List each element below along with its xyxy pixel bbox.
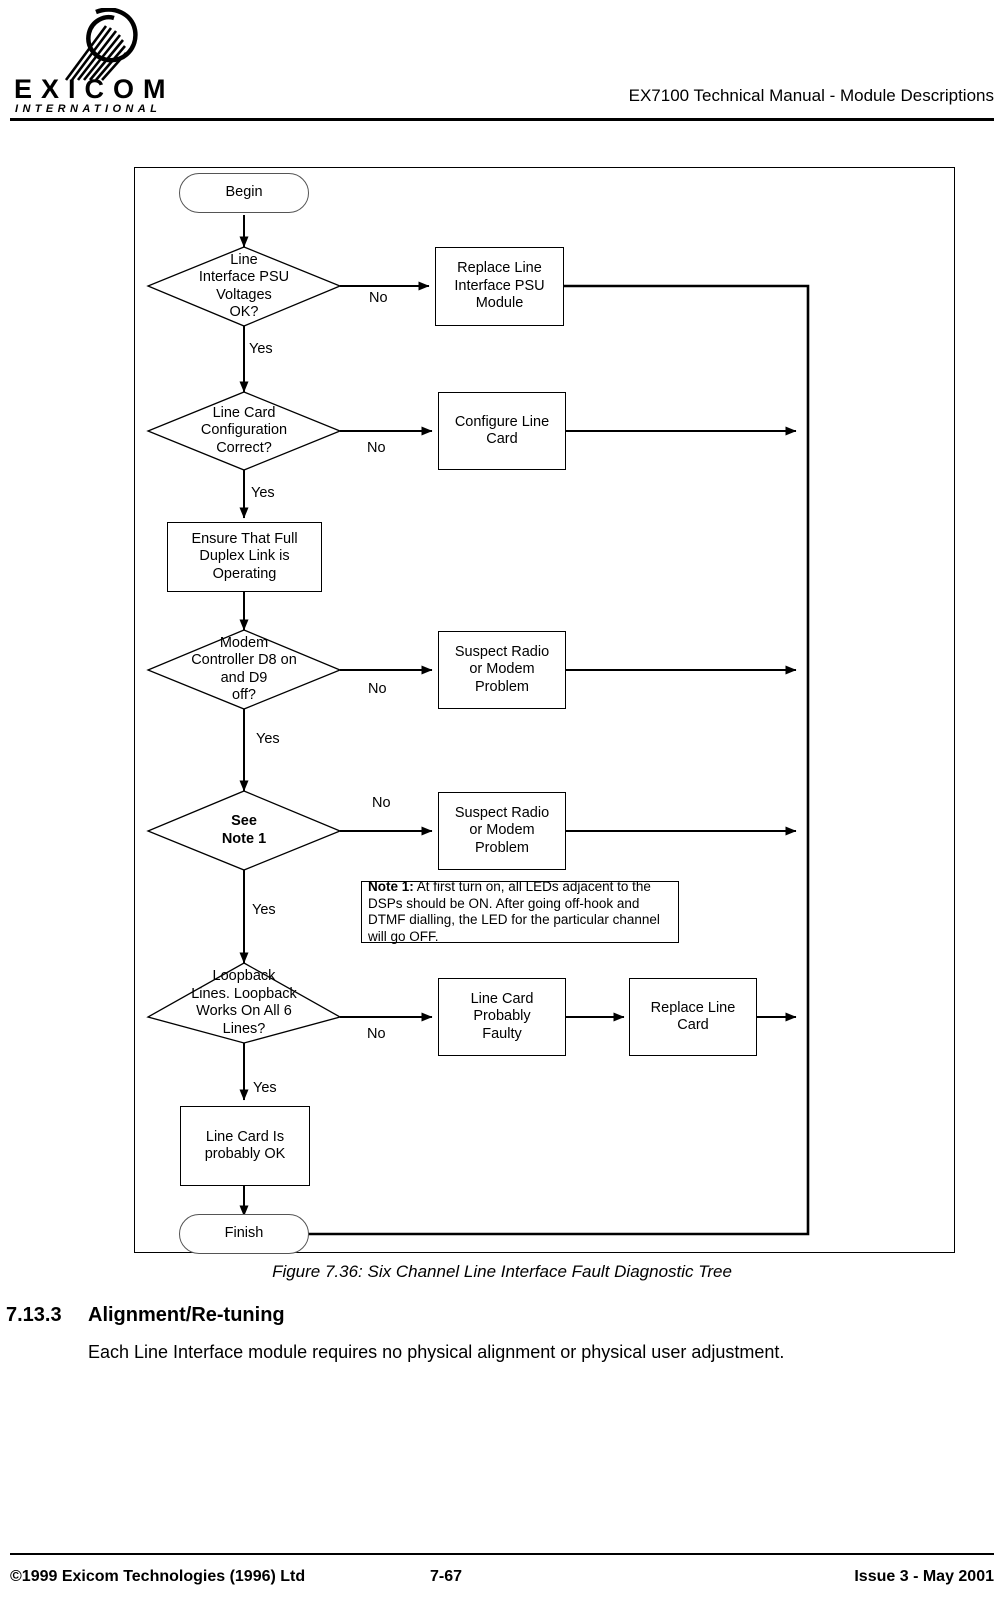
flow-decision-see-note-1[interactable]: See Note 1: [221, 813, 267, 847]
flowchart-figure: Begin Line Interface PSU Voltages OK? Re…: [134, 167, 955, 1254]
edge-label-no-loopback: No: [367, 1026, 386, 1042]
edge-label-yes-psu: Yes: [249, 341, 273, 357]
flow-node-configure-line-card[interactable]: Configure Line Card: [438, 392, 566, 470]
flow-node-line-card-probably-faulty[interactable]: Line Card Probably Faulty: [438, 978, 566, 1056]
page-header: EXICOM INTERNATIONAL EX7100 Technical Ma…: [0, 0, 1004, 125]
section-title: Alignment/Re-tuning: [88, 1304, 285, 1326]
flow-node-suspect-radio-modem-2[interactable]: Suspect Radio or Modem Problem: [438, 792, 566, 870]
edge-label-yes-config: Yes: [251, 485, 275, 501]
logo-tagline: INTERNATIONAL: [15, 103, 162, 115]
flow-decision-psu-voltages[interactable]: Line Interface PSU Voltages OK?: [198, 251, 290, 321]
note-label: Note 1:: [368, 879, 414, 894]
flow-decision-loopback-lines[interactable]: Loopback Lines. Loopback Works On All 6 …: [191, 968, 297, 1037]
comet-swoosh-logo-icon: [64, 8, 138, 81]
section-body-text: Each Line Interface module requires no p…: [88, 1342, 785, 1362]
edge-label-no-modem: No: [368, 681, 387, 697]
flow-node-begin[interactable]: Begin: [179, 173, 309, 213]
edge-label-no-config: No: [367, 440, 386, 456]
flow-node-replace-psu-module[interactable]: Replace Line Interface PSU Module: [435, 247, 564, 326]
flow-node-suspect-radio-modem-1[interactable]: Suspect Radio or Modem Problem: [438, 631, 566, 709]
figure-caption: Figure 7.36: Six Channel Line Interface …: [272, 1262, 732, 1281]
note-text: At first turn on, all LEDs adjacent to t…: [368, 879, 660, 944]
flow-note-callout: Note 1: At first turn on, all LEDs adjac…: [361, 879, 679, 944]
edge-label-no-psu: No: [369, 290, 388, 306]
footer-issue: Issue 3 - May 2001: [854, 1568, 994, 1585]
footer-divider: [10, 1553, 994, 1555]
edge-label-no-note1: No: [372, 795, 391, 811]
flow-node-ensure-full-duplex[interactable]: Ensure That Full Duplex Link is Operatin…: [167, 522, 322, 592]
edge-label-yes-loopback: Yes: [253, 1080, 277, 1096]
edge-label-yes-modem: Yes: [256, 731, 280, 747]
document-header-title: EX7100 Technical Manual - Module Descrip…: [628, 86, 994, 105]
footer-page-number: 7-67: [430, 1568, 463, 1585]
edge-label-yes-note1: Yes: [252, 902, 276, 918]
flowchart-connectors: [146, 215, 810, 1240]
flow-node-finish[interactable]: Finish: [179, 1214, 309, 1254]
flow-decision-linecard-config[interactable]: Line Card Configuration Correct?: [200, 404, 288, 456]
flow-node-replace-line-card[interactable]: Replace Line Card: [629, 978, 757, 1056]
flow-decision-modem-controller-leds[interactable]: Modem Controller D8 on and D9 off?: [191, 634, 297, 704]
header-divider: [10, 118, 994, 121]
company-logo: EXICOM INTERNATIONAL: [14, 8, 189, 115]
logo-wordmark: EXICOM: [14, 74, 175, 104]
section-number: 7.13.3: [6, 1304, 62, 1326]
section-heading: 7.13.3 Alignment/Re-tuning: [6, 1304, 986, 1327]
footer-copyright: ©1999 Exicom Technologies (1996) Ltd: [10, 1568, 306, 1585]
page-footer: ©1999 Exicom Technologies (1996) Ltd 7-6…: [10, 1568, 994, 1594]
flow-node-line-card-probably-ok[interactable]: Line Card Is probably OK: [180, 1106, 310, 1186]
